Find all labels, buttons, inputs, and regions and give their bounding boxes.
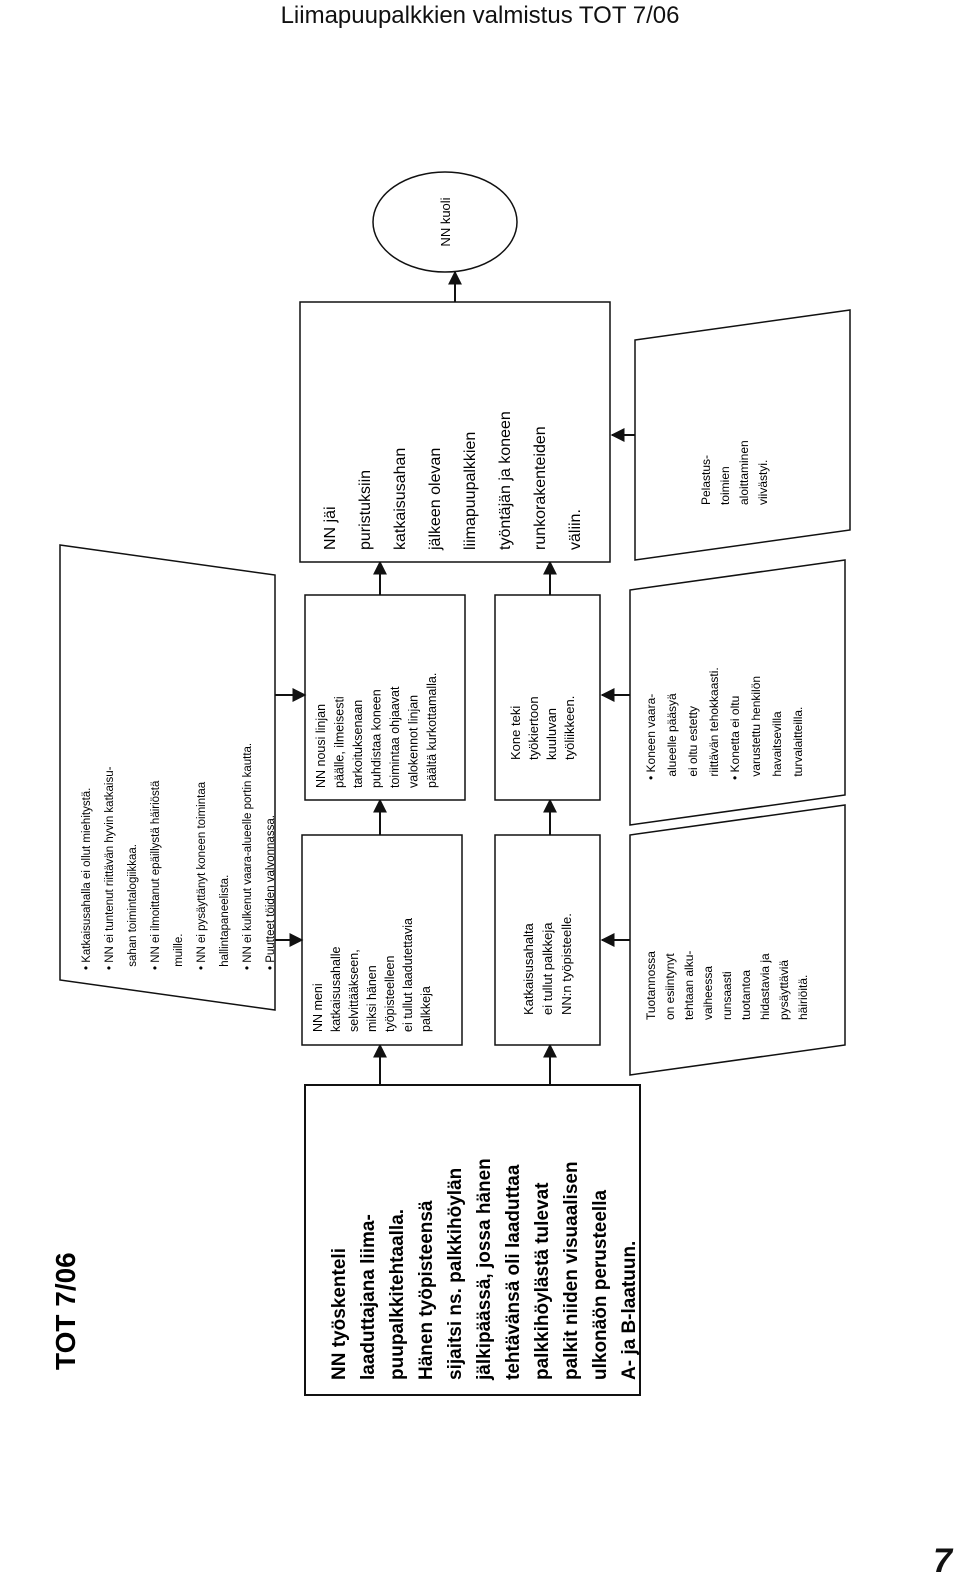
text-line: työliikkeen. <box>562 696 577 760</box>
text-line: runkorakenteiden <box>532 426 549 550</box>
text-line: puhdistaa koneen <box>370 689 384 788</box>
text-line: palkkeja <box>419 986 433 1032</box>
box-nn-jai <box>299 301 611 563</box>
text-line: Pelastus- <box>699 455 713 505</box>
text-line: vaiheessa <box>701 966 715 1020</box>
box-nn-nousi-text: NN nousi linjan päälle, ilmeisesti tarkoit… <box>314 673 439 788</box>
text-line: tehtaan alku- <box>682 951 696 1020</box>
text-line: aloittaminen <box>737 440 751 505</box>
page-header: Liimapuupalkkien valmistus TOT 7/06 <box>280 2 680 29</box>
text-line: työpisteelleen <box>383 956 397 1032</box>
text-line: viivästyi. <box>756 460 770 505</box>
text-line: pysäyttäviä <box>777 960 791 1020</box>
text-line: jälkipäässä, jossa hänen <box>474 1158 495 1381</box>
box-kone-teki <box>494 594 601 801</box>
box-katkaisusahalta <box>494 834 601 1046</box>
text-line: • Konetta ei oltu <box>728 696 742 780</box>
factors-top-parallelogram <box>59 544 276 1011</box>
text-line: on esiintynyt <box>663 953 677 1020</box>
text-line: päälle, ilmeisesti <box>333 696 347 788</box>
end-ellipse <box>372 171 518 273</box>
box-nn-meni <box>301 834 463 1046</box>
text-line: • NN ei kulkenut vaara-alueelle portin k… <box>242 743 254 970</box>
text-line: ei oltu estetty <box>686 706 700 780</box>
start-box-text: NN työskenteli laaduttajana liima-puupalk… <box>329 1158 640 1381</box>
text-line: toimintaa ohjaavat <box>388 686 402 788</box>
text-line: ulkonäön perusteella <box>590 1190 611 1380</box>
text-line: puupalkkitehtaalla. <box>387 1209 408 1380</box>
end-ellipse-text: NN kuoli <box>438 197 453 246</box>
text-line: • NN ei tuntenut riittävän hyvin katkais… <box>104 766 116 970</box>
text-line: jälkeen olevan <box>427 448 444 551</box>
text-line: NN:n työpisteelle. <box>559 913 574 1015</box>
box-katkaisusahalta-text: Katkaisusahalta ei tullut palkkeja NN:n ty… <box>521 913 574 1015</box>
text-line: • Koneen vaara- <box>644 694 658 780</box>
text-line: häiriöitä. <box>796 975 810 1020</box>
page-number: 7 <box>933 1542 952 1580</box>
box-nn-meni-text: NN meni katkaisusahalle selvittääkseen, mik… <box>311 918 433 1032</box>
text-line: • Puutteet töiden valvonnassa. <box>265 815 277 970</box>
text-line: varustettu henkilön <box>749 676 763 780</box>
text-line: NN nousi linjan <box>314 704 328 788</box>
text-line: A- ja B-laatuun. <box>619 1241 640 1380</box>
text-line: laaduttajana liima- <box>358 1214 379 1380</box>
text-line: valokennot linjan <box>407 695 421 788</box>
text-line: palkit niiden visuaalisen <box>561 1161 582 1380</box>
text-line: Tuotannossa <box>644 951 658 1020</box>
factor-koneen-text: • Koneen vaara- alueelle pääsyä ei oltu … <box>644 667 805 780</box>
factor-pelastus-text: Pelastus-toimien aloittaminen viivästyi. <box>699 440 770 505</box>
text-line: sijaitsi ns. palkkihöylän <box>445 1168 466 1380</box>
text-line: riittävän tehokkaasti. <box>707 667 721 780</box>
text-line: tehtävänsä oli laaduttaa <box>503 1164 524 1380</box>
text-line: liimapuupalkkien <box>462 432 479 550</box>
box-nn-jai-text: NN jäi puristuksiin katkaisusahan jälkeen o… <box>322 411 584 551</box>
factor-koneen-parallelogram <box>629 559 846 826</box>
factor-pelastus-parallelogram <box>634 309 851 561</box>
text-line: NN työskenteli <box>329 1248 350 1380</box>
text-line: havaitsevilla <box>770 711 784 780</box>
text-line: työkiertoon <box>526 696 541 760</box>
text-line: • NN ei pysäyttänyt koneen toimintaa <box>196 781 208 970</box>
text-line: toimien <box>718 466 732 505</box>
diagram-area: TOT 7/06 NN työskenteli laaduttajana liim… <box>30 140 930 1420</box>
text-line: selvittääkseen, <box>347 949 361 1032</box>
text-line: tarkoituksenaan <box>351 700 365 788</box>
text-line: ei tullut laadutettavia <box>401 918 415 1032</box>
factors-top-text: • Katkaisusahalla ei ollut miehitystä. • … <box>81 743 277 970</box>
text-line: kuuluvan <box>544 708 559 760</box>
text-line: hallintapaneelista. <box>219 875 231 970</box>
text-line: miksi hänen <box>365 965 379 1032</box>
text-line: Katkaisusahalta <box>521 922 536 1015</box>
start-box <box>304 1084 641 1396</box>
box-nn-nousi <box>304 594 466 801</box>
text-line: Kone teki <box>508 706 523 760</box>
text-line: ei tullut palkkeja <box>540 922 555 1015</box>
factor-tuotannossa-parallelogram <box>629 804 846 1076</box>
text-line: tuotantoa <box>739 970 753 1020</box>
text-line: hidastavia ja <box>758 953 772 1020</box>
text-line: työntäjän ja koneen <box>497 411 514 550</box>
text-line: katkaisusahan <box>392 448 409 550</box>
tot-label: TOT 7/06 <box>50 1252 81 1370</box>
factor-tuotannossa-text: Tuotannossa on esiintynyt tehtaan alku-vai… <box>644 951 810 1020</box>
text-line: päältä kurkottamalla. <box>425 673 439 788</box>
text-line: puristuksiin <box>357 470 374 550</box>
text-line: • NN ei ilmoittanut epäillystä häiriöstä <box>150 780 162 970</box>
text-line: väliin. <box>567 509 584 550</box>
text-line: turvalaitteilla. <box>791 707 805 780</box>
text-line: runsaasti <box>720 971 734 1020</box>
text-line: sahan toimintalogiikkaa. <box>127 844 139 970</box>
text-line: palkkihöylästä tulevat <box>532 1182 553 1380</box>
text-line: alueelle pääsyä <box>665 693 679 780</box>
text-line: NN meni <box>311 983 325 1032</box>
text-line: muille. <box>173 934 185 970</box>
flow-diagram: TOT 7/06 NN työskenteli laaduttajana liim… <box>50 171 851 1396</box>
text-line: • Katkaisusahalla ei ollut miehitystä. <box>81 788 93 970</box>
text-line: katkaisusahalle <box>329 946 343 1032</box>
text-line: Hänen työpisteensä <box>416 1200 437 1380</box>
text-line: NN jäi <box>322 506 339 550</box>
